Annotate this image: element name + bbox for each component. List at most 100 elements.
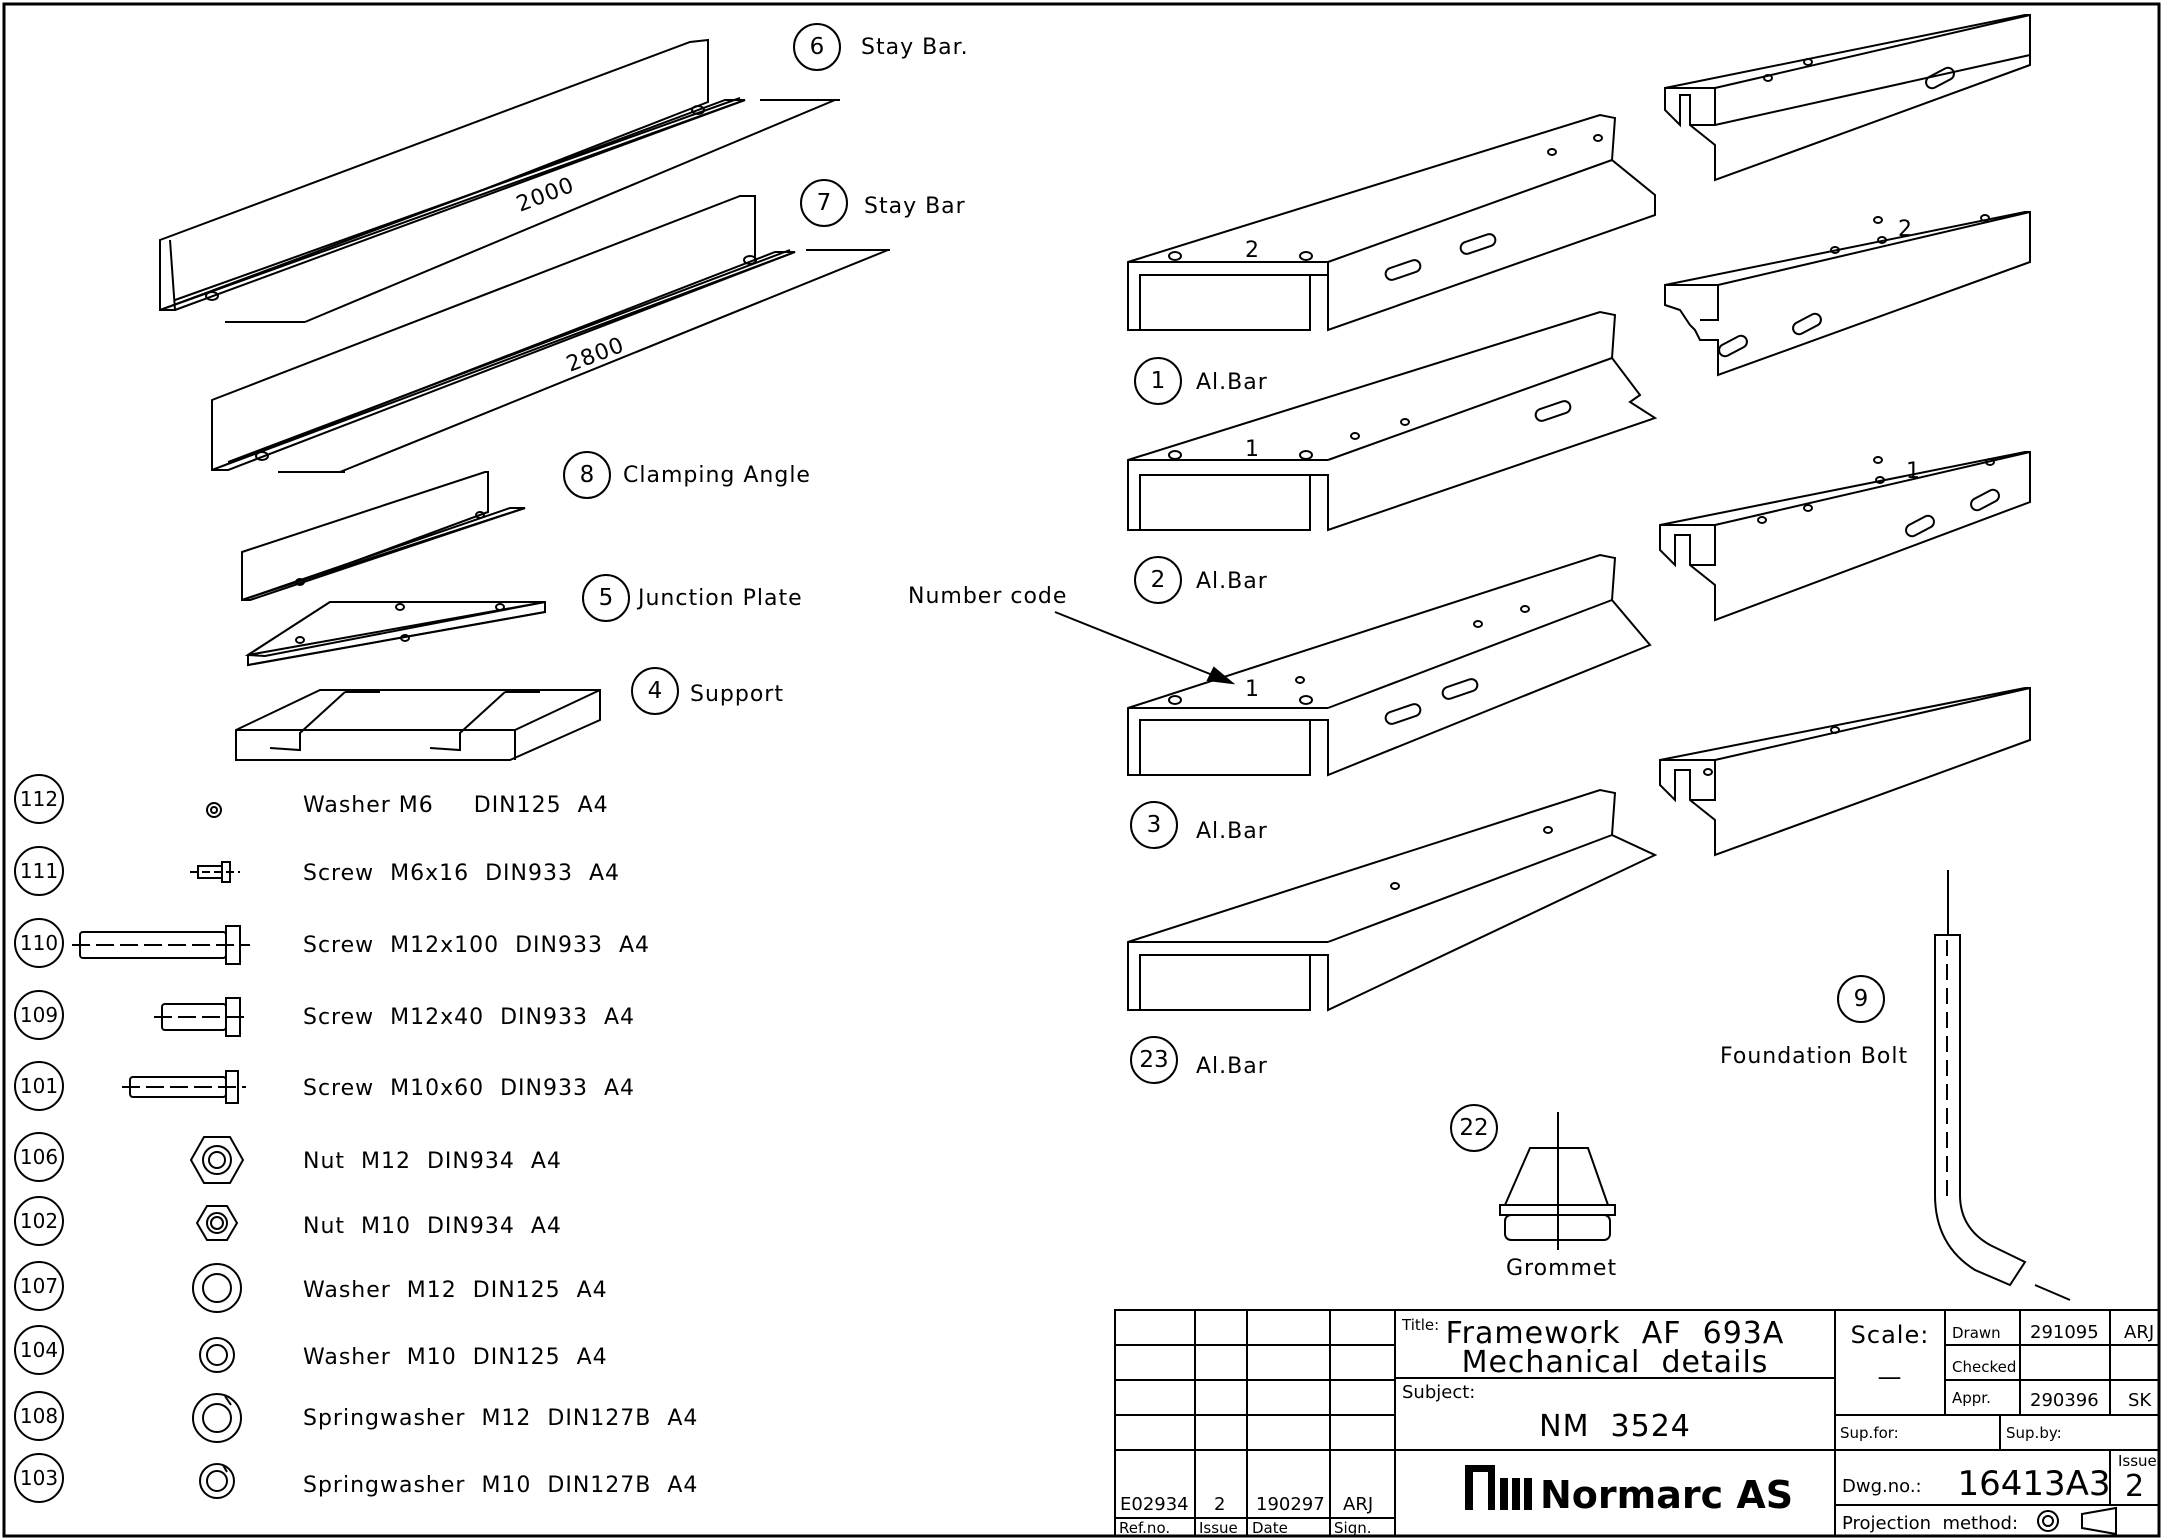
rev-header-sign: Sign. [1334, 1519, 1372, 1537]
fastener-drawings [72, 802, 250, 1499]
callout-num-5: 5 [599, 585, 614, 611]
screw-m10x60-icon [122, 1070, 246, 1104]
subject-label: Subject: [1402, 1382, 1475, 1403]
sup-for-label: Sup.for: [1840, 1424, 1899, 1442]
bar-label-2: Al.Bar [1196, 569, 1268, 594]
nut-m12-icon [189, 1136, 245, 1184]
bar-num-2: 2 [1151, 567, 1166, 593]
fastener-label: Screw M12x100 DIN933 A4 [303, 933, 650, 958]
stay-bar-6-drawing [159, 38, 840, 323]
al-bar-23-drawing [1127, 788, 1658, 1012]
fastener-num: 111 [20, 859, 58, 883]
drawn-sign: ARJ [2124, 1322, 2154, 1343]
rev-header-date: Date [1252, 1519, 1288, 1537]
fastener-label: Washer M12 DIN125 A4 [303, 1278, 608, 1303]
bar-label-23: Al.Bar [1196, 1054, 1268, 1079]
part-label-stay-bar-7: Stay Bar [864, 194, 966, 219]
fastener-num: 102 [20, 1209, 58, 1233]
part-label-support: Support [690, 682, 784, 707]
appr-sign: SK [2128, 1390, 2152, 1411]
title-block-lines [1114, 1309, 2160, 1537]
stay-bar-7-drawing [211, 195, 890, 473]
drawn-label: Drawn [1952, 1324, 2001, 1342]
bar-num-1: 1 [1151, 368, 1166, 394]
company-name: Normarc AS [1540, 1473, 1793, 1517]
callout-num-4: 4 [648, 678, 663, 704]
grommet-num: 22 [1459, 1115, 1488, 1141]
bar-code-2: 1 [1245, 437, 1260, 462]
rev-header-issue: Issue [1199, 1519, 1238, 1537]
rev-sign: ARJ [1343, 1494, 1373, 1515]
al-bar-3-drawing [1127, 553, 1652, 777]
fastener-label: Screw M12x40 DIN933 A4 [303, 1005, 635, 1030]
screw-m12x100-icon [72, 925, 250, 965]
bar-end-code-b: 1 [1906, 459, 1921, 484]
bar-label-1: Al.Bar [1196, 370, 1268, 395]
bar-end-3-drawing [1659, 451, 2031, 622]
bar-end-1-drawing [1664, 14, 2031, 182]
bar-label-3: Al.Bar [1196, 819, 1268, 844]
callout-circles [14, 23, 1885, 1503]
al-bar-2-drawing [1127, 310, 1658, 532]
screw-m12x40-icon [154, 997, 250, 1037]
subject-value: NM 3524 [1539, 1409, 1691, 1444]
appr-label: Appr. [1952, 1389, 1991, 1407]
grommet-label: Grommet [1506, 1256, 1617, 1281]
grommet-drawing [1499, 1112, 1616, 1250]
drawn-date: 291095 [2030, 1322, 2099, 1343]
fastener-num: 103 [20, 1466, 58, 1490]
callout-num-7: 7 [817, 190, 832, 216]
dwg-no-value: 16413A3 [1957, 1464, 2110, 1504]
fastener-label: Springwasher M12 DIN127B A4 [303, 1406, 698, 1431]
junction-plate-drawing [244, 601, 546, 667]
foundation-bolt-drawing [1934, 870, 2071, 1301]
callout-num-8: 8 [580, 462, 595, 488]
washer-m12-icon [192, 1263, 242, 1313]
number-code-label: Number code [908, 584, 1067, 609]
normarc-logo [1465, 1465, 1532, 1510]
scale-value: — [1878, 1363, 1903, 1391]
bar-end-4-drawing [1659, 687, 2031, 857]
part-label-clamping-angle: Clamping Angle [623, 463, 811, 488]
washer-m6-icon [206, 802, 222, 818]
foundation-bolt-num: 9 [1854, 986, 1869, 1012]
title-line-1: Framework AF 693A [1446, 1316, 1785, 1351]
fastener-num: 110 [20, 931, 58, 955]
dwg-no-label: Dwg.no.: [1842, 1476, 1922, 1497]
screw-m6x16-icon [190, 861, 240, 883]
fastener-num: 112 [20, 787, 58, 811]
fastener-num: 109 [20, 1003, 58, 1027]
fastener-label: Washer M10 DIN125 A4 [303, 1345, 608, 1370]
projection-method-icon [2037, 1506, 2117, 1536]
support-drawing [235, 689, 601, 761]
springwasher-m12-icon [192, 1393, 242, 1443]
bar-end-2-drawing [1664, 211, 2031, 377]
bar-num-3: 3 [1147, 812, 1162, 838]
rev-ref: E02934 [1120, 1494, 1189, 1515]
sup-by-label: Sup.by: [2006, 1424, 2062, 1442]
foundation-bolt-label: Foundation Bolt [1720, 1044, 1908, 1069]
fastener-num: 106 [20, 1145, 58, 1169]
number-code-leader [1054, 611, 1236, 685]
issue-value: 2 [2125, 1469, 2145, 1504]
clamping-angle-drawing [241, 471, 526, 601]
rev-header-ref: Ref.no. [1119, 1519, 1170, 1537]
rev-issue: 2 [1214, 1494, 1225, 1515]
bar-code-1: 2 [1245, 238, 1260, 263]
washer-m10-icon [199, 1337, 235, 1373]
al-bar-1-drawing [1127, 113, 1656, 332]
issue-label: Issue [2118, 1452, 2157, 1470]
fastener-label: Nut M10 DIN934 A4 [303, 1214, 562, 1239]
nut-m10-icon [195, 1205, 239, 1241]
appr-date: 290396 [2030, 1390, 2099, 1411]
part-label-stay-bar-6: Stay Bar. [861, 35, 969, 60]
bar-num-23: 23 [1139, 1047, 1168, 1073]
bar-code-3: 1 [1245, 677, 1260, 702]
rev-date: 190297 [1256, 1494, 1325, 1515]
fastener-label: Washer M6 DIN125 A4 [303, 793, 609, 818]
fastener-num: 107 [20, 1274, 58, 1298]
fastener-num: 108 [20, 1404, 58, 1428]
